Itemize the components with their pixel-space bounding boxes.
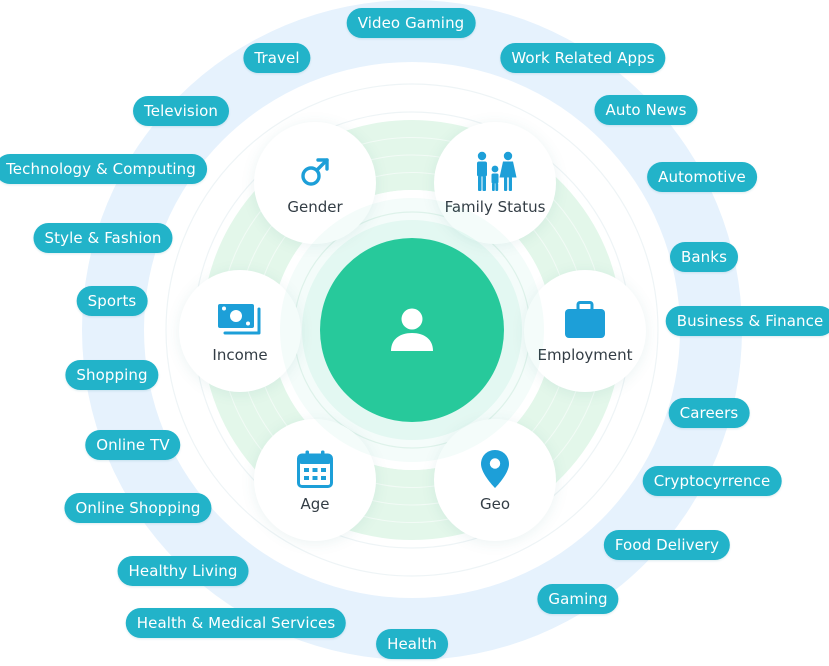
center-user-circle[interactable] [320, 238, 504, 422]
interest-pill-online-tv[interactable]: Online TV [85, 430, 181, 460]
attribute-label: Age [300, 495, 330, 513]
interest-pill-health[interactable]: Health [376, 629, 448, 659]
interest-pill-style-fashion[interactable]: Style & Fashion [33, 223, 173, 253]
attribute-age[interactable]: Age [254, 419, 376, 541]
interest-pill-online-shopping[interactable]: Online Shopping [64, 493, 212, 523]
attribute-label: Gender [287, 198, 343, 216]
interest-pill-sports[interactable]: Sports [76, 286, 148, 316]
attribute-employment[interactable]: Employment [524, 270, 646, 392]
interest-pill-travel[interactable]: Travel [243, 43, 311, 73]
calendar-icon [291, 447, 339, 491]
interest-pill-food-delivery[interactable]: Food Delivery [603, 530, 731, 560]
attribute-family-status[interactable]: Family Status [434, 122, 556, 244]
interest-pill-business-finance[interactable]: Business & Finance [665, 306, 829, 336]
interest-pill-television[interactable]: Television [133, 96, 229, 126]
attribute-label: Family Status [444, 198, 546, 216]
interest-pill-shopping[interactable]: Shopping [65, 360, 159, 390]
interest-pill-gaming[interactable]: Gaming [537, 584, 619, 614]
interest-pill-banks[interactable]: Banks [670, 242, 738, 272]
family-icon [471, 150, 519, 194]
interest-pill-health-medical-services[interactable]: Health & Medical Services [125, 608, 347, 638]
attribute-label: Geo [479, 495, 511, 513]
attribute-label: Income [212, 346, 268, 364]
gender-male-icon [291, 150, 339, 194]
interest-pill-auto-news[interactable]: Auto News [594, 95, 698, 125]
interest-pill-healthy-living[interactable]: Healthy Living [117, 556, 249, 586]
interest-pill-technology-computing[interactable]: Technology & Computing [0, 154, 207, 184]
interest-pill-automotive[interactable]: Automotive [647, 162, 757, 192]
map-pin-icon [471, 447, 519, 491]
interest-pill-work-related-apps[interactable]: Work Related Apps [500, 43, 666, 73]
user-icon [391, 308, 433, 351]
attribute-income[interactable]: Income [179, 270, 301, 392]
interest-pill-video-gaming[interactable]: Video Gaming [346, 8, 476, 38]
interest-pill-careers[interactable]: Careers [668, 398, 750, 428]
briefcase-icon [561, 298, 609, 342]
attribute-label: Employment [537, 346, 633, 364]
attribute-geo[interactable]: Geo [434, 419, 556, 541]
money-icon [216, 298, 264, 342]
thin-ring-1 [165, 83, 659, 577]
interest-pill-cryptocyrrence[interactable]: Cryptocyrrence [642, 466, 782, 496]
attribute-gender[interactable]: Gender [254, 122, 376, 244]
